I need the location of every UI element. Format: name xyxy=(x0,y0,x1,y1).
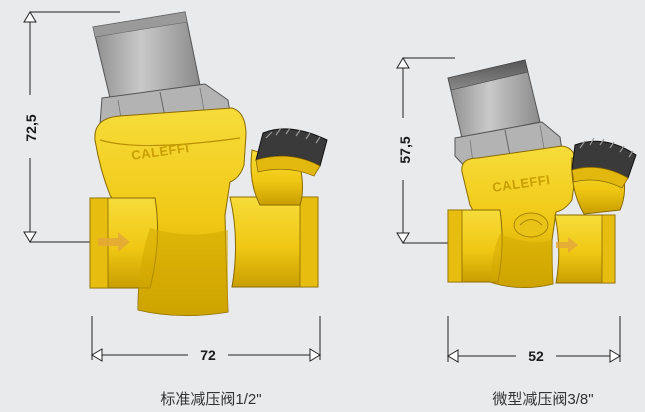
mini-width-dimension-line xyxy=(447,316,621,363)
standard-height-label: 72,5 xyxy=(23,114,39,141)
standard-caption: 标准减压阀1/2" xyxy=(160,391,261,408)
standard-height-dimension-line xyxy=(23,11,120,243)
standard-width-label: 72 xyxy=(200,347,216,363)
standard-valve: 72,5 xyxy=(23,11,328,408)
standard-width-dimension-line xyxy=(91,316,321,362)
mini-gauge-plug xyxy=(571,137,637,189)
mini-width-label: 52 xyxy=(528,348,544,364)
standard-body xyxy=(89,107,319,317)
mini-height-dimension-line xyxy=(396,57,455,244)
mini-height-label: 57,5 xyxy=(397,136,413,163)
mini-caption: 微型减压阀3/8" xyxy=(492,391,593,408)
standard-gauge-plug xyxy=(255,127,328,177)
mini-valve: 57,5 xyxy=(396,57,637,408)
